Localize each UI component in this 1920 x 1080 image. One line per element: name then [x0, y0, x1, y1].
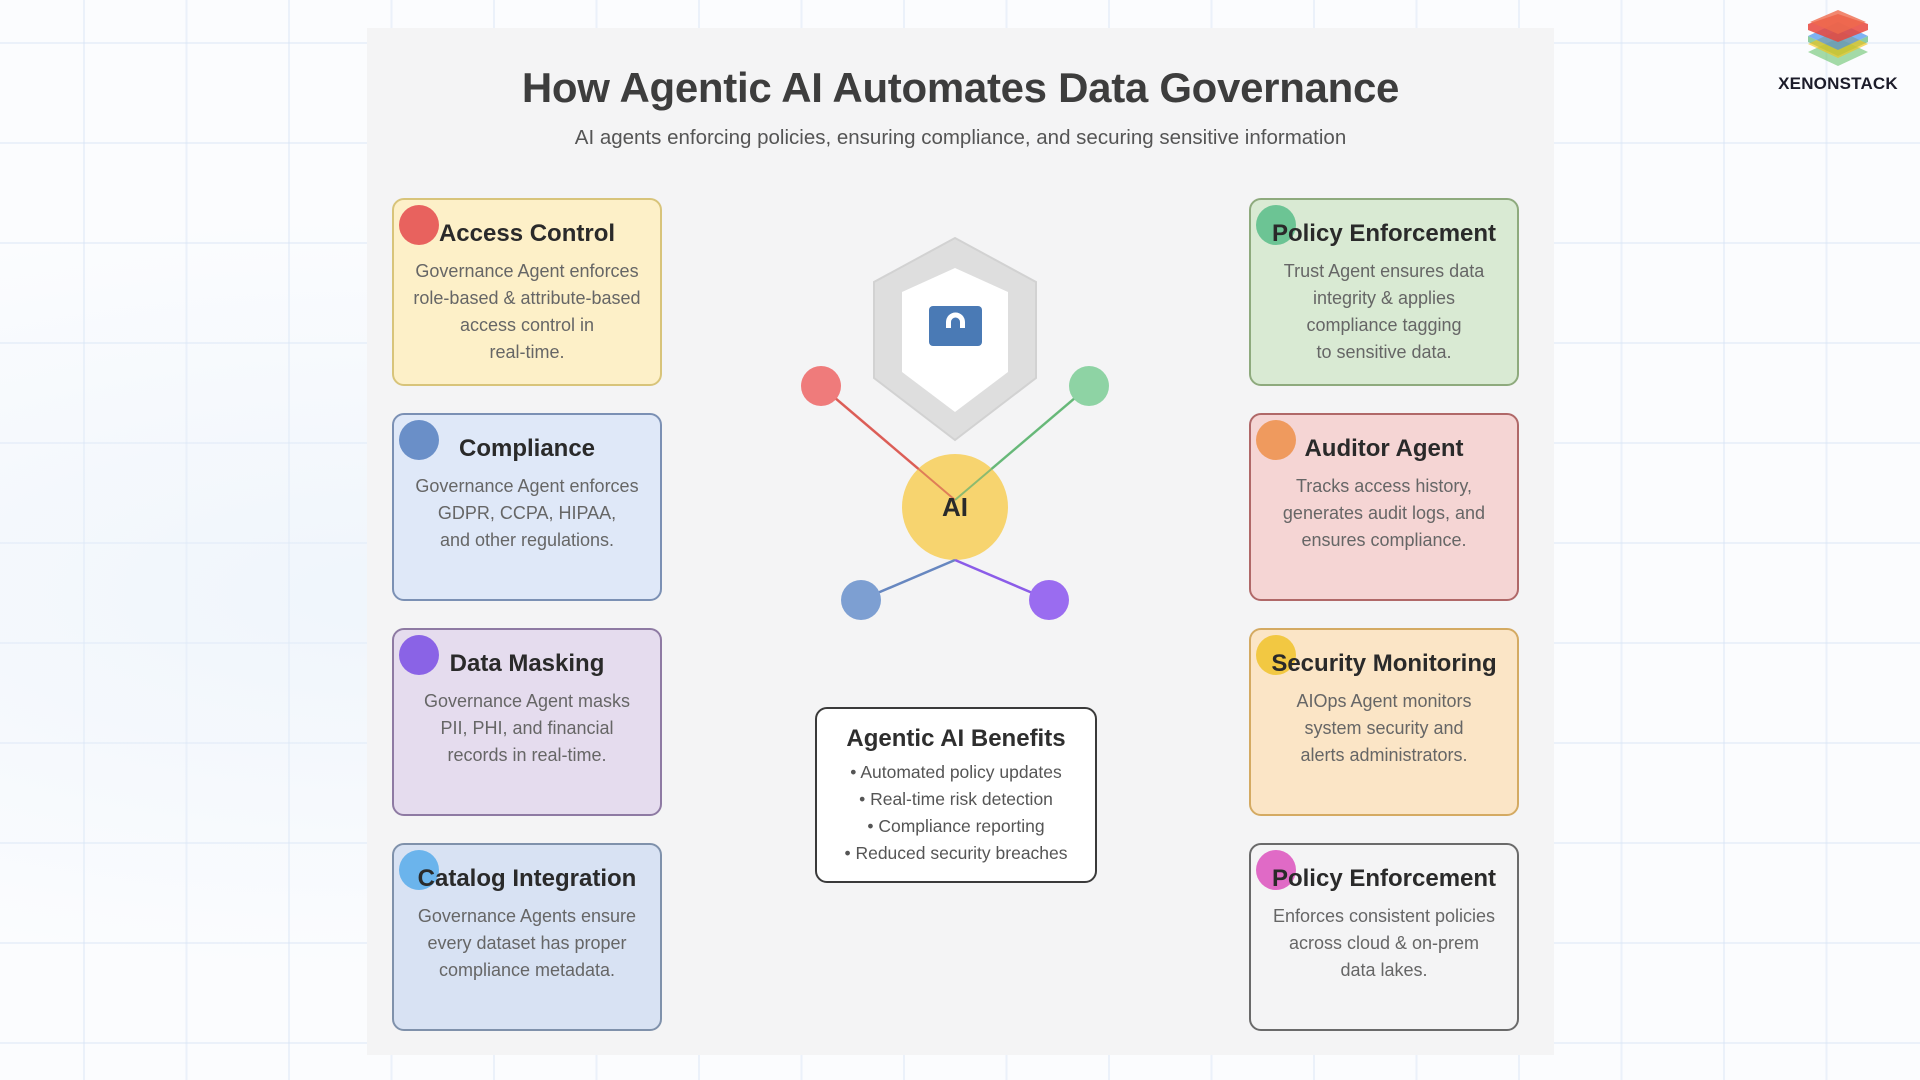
card-policy-enforcement-cloud: Policy Enforcement Enforces consistent p…	[1249, 843, 1519, 1031]
benefit-item: • Compliance reporting	[867, 816, 1045, 836]
card-description: Governance Agents ensure every dataset h…	[417, 906, 637, 980]
xenonstack-logo-icon	[1808, 10, 1868, 66]
card-description: AIOps Agent monitors system security and…	[1296, 691, 1472, 765]
card-data-masking: Data Masking Governance Agent masks PII,…	[392, 628, 662, 816]
card-compliance: Compliance Governance Agent enforces GDP…	[392, 413, 662, 601]
green-node-icon	[1069, 366, 1109, 406]
blue-node-icon	[841, 580, 881, 620]
ai-hub-circle	[902, 454, 1008, 560]
page-subtitle: AI agents enforcing policies, ensuring c…	[574, 126, 1347, 149]
card-access-control: Access Control Governance Agent enforces…	[392, 198, 662, 386]
lock-icon	[929, 306, 982, 346]
card-policy-enforcement-trust: Policy Enforcement Trust Agent ensures d…	[1249, 198, 1519, 386]
card-title: Access Control	[438, 220, 616, 247]
card-title: Policy Enforcement	[1271, 220, 1497, 247]
purple-dot-icon	[399, 635, 439, 675]
card-title: Auditor Agent	[1304, 435, 1464, 462]
red-dot-icon	[399, 205, 439, 245]
benefits-box: Agentic AI Benefits • Automated policy u…	[815, 707, 1097, 883]
purple-node-icon	[1029, 580, 1069, 620]
card-description: Governance Agent enforces role-based & a…	[413, 261, 641, 362]
card-title: Catalog Integration	[417, 865, 637, 892]
ai-hub-label: AI	[942, 492, 968, 522]
yellow-dot-icon	[1256, 635, 1296, 675]
card-catalog-integration: Catalog Integration Governance Agents en…	[392, 843, 662, 1031]
page-title: How Agentic AI Automates Data Governance	[521, 64, 1400, 111]
pink-dot-icon	[1256, 850, 1296, 890]
green-dot-icon	[1256, 205, 1296, 245]
card-title: Data Masking	[449, 650, 605, 677]
blue-dot-icon	[399, 420, 439, 460]
benefit-item: • Reduced security breaches	[844, 843, 1068, 863]
card-title: Policy Enforcement	[1271, 865, 1497, 892]
benefits-list: • Automated policy updates • Real-time r…	[817, 759, 1095, 867]
benefits-title: Agentic AI Benefits	[846, 725, 1066, 752]
card-description: Governance Agent masks PII, PHI, and fin…	[423, 691, 631, 765]
card-description: Enforces consistent policies across clou…	[1272, 906, 1496, 980]
card-description: Tracks access history, generates audit l…	[1282, 476, 1486, 550]
brand-name: XENONSTACK	[1778, 74, 1898, 93]
card-description: Trust Agent ensures data integrity & app…	[1283, 261, 1485, 362]
orange-dot-icon	[1256, 420, 1296, 460]
card-title: Security Monitoring	[1271, 650, 1497, 677]
card-title: Compliance	[458, 435, 596, 462]
red-node-icon	[801, 366, 841, 406]
card-security-monitoring: Security Monitoring AIOps Agent monitors…	[1249, 628, 1519, 816]
card-auditor-agent: Auditor Agent Tracks access history, gen…	[1249, 413, 1519, 601]
benefit-item: • Automated policy updates	[850, 762, 1062, 782]
light-blue-dot-icon	[399, 850, 439, 890]
card-description: Governance Agent enforces GDPR, CCPA, HI…	[415, 476, 639, 550]
benefit-item: • Real-time risk detection	[859, 789, 1053, 809]
